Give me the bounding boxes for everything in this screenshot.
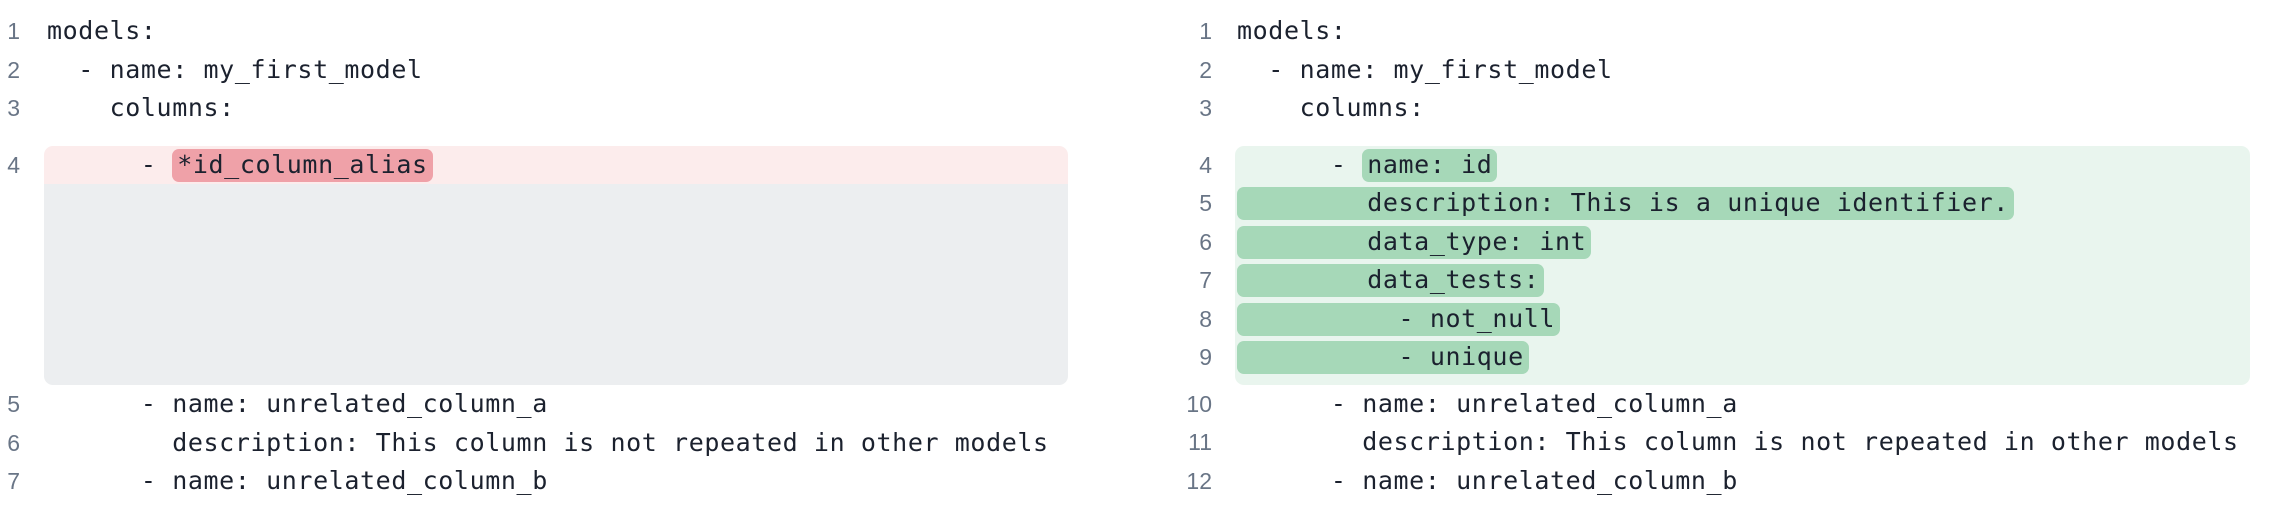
- code-text: description: This column is not repeated…: [1237, 427, 2239, 457]
- code-text: columns:: [47, 93, 235, 123]
- line-number: 10: [1186, 390, 1212, 417]
- line-number: 1: [1199, 18, 1212, 44]
- line-number: 6: [7, 429, 20, 456]
- added-text-highlight: - unique: [1237, 341, 1529, 375]
- code-text: models:: [47, 16, 157, 45]
- code-line: 6 data_type: int: [1139, 223, 2278, 262]
- code-line: 1 models:: [1139, 12, 2278, 51]
- code-line: 10 - name: unrelated_column_a: [1139, 385, 2278, 424]
- code-line: 5 - name: unrelated_column_a: [0, 385, 1139, 424]
- line-number: 6: [1199, 228, 1212, 255]
- code-text: - name: my_first_model: [47, 54, 423, 84]
- line-number: 1: [7, 18, 20, 44]
- code-line: 11 description: This column is not repea…: [1139, 423, 2278, 462]
- code-line: 4 - name: id: [1139, 146, 2278, 185]
- code-text: - name: unrelated_column_b: [1237, 466, 1738, 496]
- code-text: description: This column is not repeated…: [47, 427, 1049, 457]
- code-line: 8 - not_null: [1139, 300, 2278, 339]
- code-line: 7 data_tests:: [1139, 261, 2278, 300]
- line-number: 5: [1199, 190, 1212, 217]
- added-text-highlight: data_type: int: [1237, 225, 1592, 259]
- omitted-lines-background: [44, 184, 1068, 385]
- line-number: 11: [1188, 429, 1212, 456]
- removed-text-highlight: *id_column_alias: [172, 148, 433, 182]
- code-text: - name: unrelated_column_a: [1237, 388, 1738, 418]
- line-number: 5: [7, 390, 20, 417]
- code-text: models:: [1237, 16, 1347, 45]
- code-text: columns:: [1237, 93, 1425, 123]
- code-line: 1 models:: [0, 12, 1139, 51]
- line-number: 8: [1199, 305, 1212, 332]
- added-text-highlight: data_tests:: [1237, 264, 1545, 298]
- line-number: 4: [1199, 151, 1212, 178]
- code-line: 7 - name: unrelated_column_b: [0, 462, 1139, 501]
- code-text: - not_null: [1237, 300, 1561, 339]
- code-line: 4 - *id_column_alias: [0, 146, 1139, 185]
- line-number: 2: [1199, 56, 1212, 83]
- code-text: data_type: int: [1237, 223, 1592, 262]
- line-number: 7: [1199, 267, 1212, 294]
- line-number: 12: [1186, 468, 1212, 495]
- code-text: - name: unrelated_column_a: [47, 388, 548, 418]
- code-text: - *id_column_alias: [47, 146, 433, 185]
- line-number: 9: [1199, 344, 1212, 371]
- line-number: 3: [1199, 95, 1212, 122]
- code-line: 5 description: This is a unique identifi…: [1139, 184, 2278, 223]
- line-number: 2: [7, 56, 20, 83]
- code-line: 12 - name: unrelated_column_b: [1139, 462, 2278, 501]
- added-text-highlight: - not_null: [1237, 302, 1561, 336]
- code-line: 6 description: This column is not repeat…: [0, 424, 1139, 463]
- code-text: - unique: [1237, 338, 1529, 377]
- code-line: 3 columns:: [1139, 89, 2278, 128]
- code-line: 3 columns:: [0, 89, 1139, 128]
- removed-change-block: 4 - *id_column_alias: [0, 145, 1139, 385]
- code-text: - name: unrelated_column_b: [47, 466, 548, 496]
- code-line: 2 - name: my_first_model: [0, 51, 1139, 90]
- removed-block-background: [44, 145, 1068, 385]
- code-line: 9 - unique: [1139, 338, 2278, 377]
- code-text: - name: my_first_model: [1237, 54, 1613, 84]
- code-text: data_tests:: [1237, 261, 1545, 300]
- line-number: 7: [7, 468, 20, 495]
- line-number: 3: [7, 95, 20, 122]
- code-text: - name: id: [1237, 146, 1498, 185]
- added-text-highlight: name: id: [1362, 148, 1498, 182]
- code-line: 2 - name: my_first_model: [1139, 51, 2278, 90]
- added-text-highlight: description: This is a unique identifier…: [1237, 187, 2014, 221]
- omitted-lines-filler: [0, 184, 1139, 385]
- code-text: description: This is a unique identifier…: [1237, 184, 2014, 223]
- line-number: 4: [7, 151, 20, 178]
